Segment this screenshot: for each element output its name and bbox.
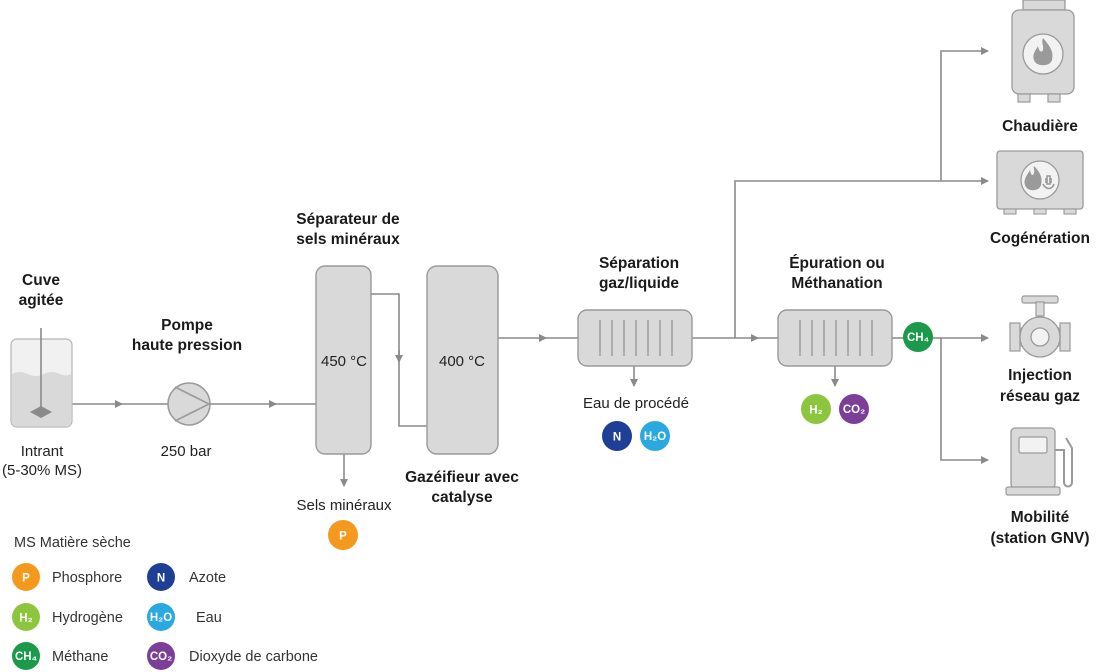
cuve-label-1: Cuve	[22, 272, 60, 289]
separation-label-2: gaz/liquide	[599, 275, 679, 292]
pump-icon	[167, 382, 211, 426]
cogeneration-label: Cogénération	[990, 230, 1090, 247]
line-to-mobilite	[940, 338, 989, 464]
svg-text:CO₂: CO₂	[150, 651, 172, 663]
epuration-label-2: Méthanation	[791, 275, 882, 292]
line-to-chaudiere	[940, 47, 989, 181]
legend-item-hydrogene: H₂ Hydrogène	[12, 603, 123, 631]
cogeneration-icon	[996, 150, 1084, 215]
legend-item-eau: H₂O Eau	[147, 603, 222, 631]
fuel-pump-icon	[1005, 427, 1073, 496]
legend: MS Matière sèche P Phosphore N Azote H₂ …	[12, 535, 318, 670]
gazeifieur-vessel	[426, 265, 499, 455]
svg-text:CH₄: CH₄	[907, 332, 929, 344]
svg-text:Hydrogène: Hydrogène	[52, 610, 123, 626]
badge-h2o-eau: H₂O	[640, 421, 670, 451]
legend-item-methane: CH₄ Méthane	[12, 642, 108, 670]
separation-unit	[577, 309, 693, 367]
mobilite-label-1: Mobilité	[1011, 509, 1070, 526]
boiler-icon	[1011, 0, 1075, 103]
svg-text:H₂: H₂	[809, 405, 822, 417]
sels-mineraux-label: Sels minéraux	[296, 497, 392, 514]
flow-lines	[72, 47, 989, 487]
gas-valve-icon	[1009, 295, 1071, 358]
pompe-label-1: Pompe	[161, 317, 213, 334]
epuration-unit	[777, 309, 893, 367]
legend-item-dioxyde-carbone: CO₂ Dioxyde de carbone	[147, 642, 318, 670]
injection-label-1: Injection	[1008, 367, 1072, 384]
svg-text:Azote: Azote	[189, 570, 226, 586]
badge-ch4-output: CH₄	[903, 322, 933, 352]
separateur-vessel	[315, 265, 372, 455]
pressure-label: 250 bar	[161, 443, 212, 460]
separateur-label-2: sels minéraux	[296, 231, 400, 248]
injection-label-2: réseau gaz	[1000, 388, 1080, 405]
svg-text:N: N	[613, 432, 621, 444]
svg-text:CH₄: CH₄	[15, 651, 37, 663]
cuve-agitee	[10, 328, 73, 428]
gazeifieur-label-1: Gazéifieur avec	[405, 469, 519, 486]
legend-title: MS Matière sèche	[14, 535, 131, 551]
separateur-label-1: Séparateur de	[296, 211, 400, 228]
mobilite-label-2: (station GNV)	[990, 530, 1089, 547]
svg-text:Méthane: Méthane	[52, 649, 108, 665]
svg-text:H₂O: H₂O	[644, 431, 666, 443]
svg-text:Dioxyde de carbone: Dioxyde de carbone	[189, 649, 318, 665]
eau-procede-label: Eau de procédé	[583, 395, 689, 412]
gazeifieur-temp: 400 °C	[439, 353, 485, 370]
svg-text:P: P	[339, 531, 347, 543]
svg-text:P: P	[22, 573, 30, 585]
line-branch-up	[734, 180, 941, 338]
chaudiere-label: Chaudière	[1002, 118, 1078, 135]
epuration-label-1: Épuration ou	[789, 255, 885, 272]
badge-h2-epuration: H₂	[801, 394, 831, 424]
legend-item-azote: N Azote	[147, 563, 226, 591]
svg-text:CO₂: CO₂	[843, 404, 865, 416]
pompe-label-2: haute pression	[132, 337, 242, 354]
intrant-label-1: Intrant	[21, 443, 64, 460]
line-separateur-gazeifieur	[371, 293, 400, 360]
separateur-temp: 450 °C	[321, 353, 367, 370]
badge-p-sels: P	[328, 520, 358, 550]
separation-label-1: Séparation	[599, 255, 679, 272]
cuve-label-2: agitée	[19, 292, 64, 309]
svg-text:N: N	[157, 573, 165, 585]
svg-text:Eau: Eau	[196, 610, 222, 626]
gazeifieur-label-2: catalyse	[431, 489, 493, 506]
badge-co2-epuration: CO₂	[839, 394, 869, 424]
badge-n-eau: N	[602, 421, 632, 451]
svg-text:H₂O: H₂O	[150, 612, 172, 624]
legend-item-phosphore: P Phosphore	[12, 563, 122, 591]
svg-text:Phosphore: Phosphore	[52, 570, 122, 586]
svg-text:H₂: H₂	[19, 613, 32, 625]
intrant-label-2: (5-30% MS)	[2, 462, 82, 479]
